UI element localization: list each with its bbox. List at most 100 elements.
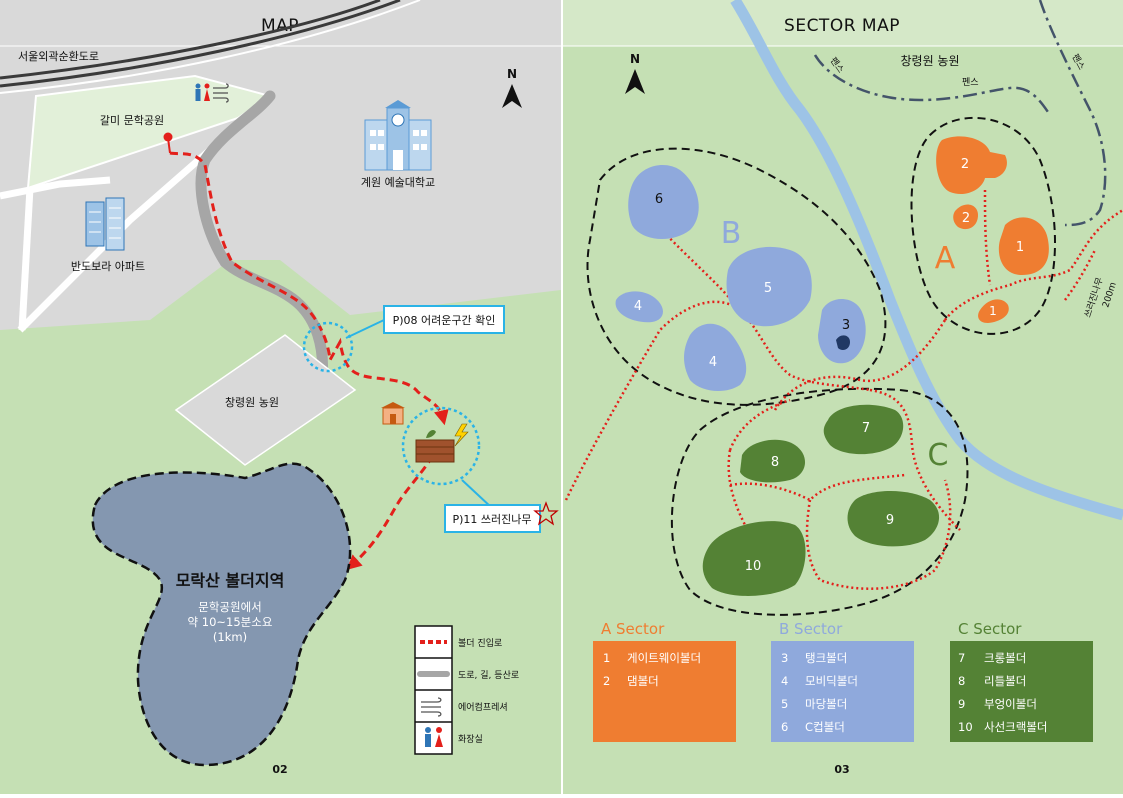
area-line-3: (1km) <box>213 630 247 644</box>
area-line-2: 약 10~15분소요 <box>188 615 273 629</box>
svg-text:7: 7 <box>862 421 870 436</box>
svg-text:10: 10 <box>745 559 762 574</box>
left-legend: 볼더 진입로 도로, 길, 등산로 에어컴프레셔 화장실 <box>414 625 519 755</box>
sector-c-boundary <box>670 387 969 616</box>
right-page-number: 03 <box>834 763 849 776</box>
left-compass-icon: N <box>502 67 522 108</box>
stream <box>730 0 1123 521</box>
svg-text:10: 10 <box>958 720 973 734</box>
farm-label: 창령원 농원 <box>225 396 279 409</box>
svg-text:6: 6 <box>655 192 663 207</box>
svg-text:탱크볼더: 탱크볼더 <box>805 651 847 665</box>
boulder-c10 <box>702 521 806 596</box>
svg-text:마당볼더: 마당볼더 <box>805 697 847 711</box>
svg-text:부엉이볼더: 부엉이볼더 <box>984 697 1037 711</box>
fallen-tree-icon <box>415 430 455 463</box>
svg-text:N: N <box>507 67 517 81</box>
morak-boulder-area <box>91 462 352 767</box>
sector-c-box: C Sector 7 크롱볼더 8 리틀볼더 9 부엉이볼더 10 사선크랙볼더 <box>950 620 1093 742</box>
p08-callout-circle <box>302 321 354 373</box>
sector-a-box: A Sector 1 게이트웨이볼더 2 댐볼더 <box>593 620 736 742</box>
fence-label-2: 펜스 <box>962 77 979 88</box>
svg-text:6: 6 <box>781 720 788 734</box>
svg-text:댐볼더: 댐볼더 <box>627 674 659 688</box>
restroom-icon <box>425 727 443 747</box>
air-compressor-icon <box>421 697 442 717</box>
boulder-b4 <box>684 323 747 392</box>
svg-text:사선크랙볼더: 사선크랙볼더 <box>984 720 1047 734</box>
svg-text:9: 9 <box>886 513 894 528</box>
svg-text:도로, 길, 등산로: 도로, 길, 등산로 <box>458 670 519 681</box>
svg-text:8: 8 <box>771 455 779 470</box>
p11-callout-box <box>444 504 541 533</box>
star-icon <box>533 501 559 526</box>
farm-block <box>174 334 357 466</box>
apartment-label: 반도보라 아파트 <box>71 260 145 273</box>
boulder-access-route-2 <box>346 444 442 570</box>
right-farm-label: 창령원 농원 <box>900 54 959 68</box>
svg-text:볼더 진입로: 볼더 진입로 <box>458 637 502 649</box>
boulder-c9 <box>847 491 940 547</box>
right-header-bar <box>563 0 1123 46</box>
sector-b-boundary <box>586 147 887 406</box>
boulder-a1-big <box>998 217 1049 275</box>
svg-text:C컵볼더: C컵볼더 <box>805 720 845 734</box>
area-line-1: 문학공원에서 <box>198 600 261 614</box>
p11-callout-circle <box>401 406 481 486</box>
fence-line-1 <box>813 54 1052 116</box>
boulder-a2-big <box>936 136 1007 195</box>
svg-text:게이트웨이볼더: 게이트웨이볼더 <box>627 651 701 665</box>
boulder-a2-small <box>953 204 978 230</box>
svg-text:5: 5 <box>764 281 772 296</box>
right-compass-icon: N <box>625 52 645 94</box>
svg-text:7: 7 <box>958 651 965 665</box>
fence-line-2 <box>1038 0 1107 227</box>
svg-text:2: 2 <box>962 211 970 226</box>
svg-text:A Sector: A Sector <box>601 620 665 638</box>
svg-text:1: 1 <box>989 304 997 318</box>
p11-callout-text: P)11 쓰러진나무 <box>452 513 531 526</box>
sector-a-boundary <box>910 116 1056 335</box>
svg-text:9: 9 <box>958 697 965 711</box>
svg-text:리틀볼더: 리틀볼더 <box>984 674 1026 688</box>
svg-text:B Sector: B Sector <box>779 620 843 638</box>
svg-text:3: 3 <box>781 651 788 665</box>
shrine-icon <box>381 402 405 425</box>
park-restroom-icon <box>195 83 210 101</box>
apartment-building-icon <box>85 197 125 251</box>
left-map-panel: MAP 서울외곽순환도로 갈미 문학공원 창령원 농원 <box>0 0 561 794</box>
boulder-b4-small <box>615 291 663 323</box>
boulder-c8 <box>740 439 806 483</box>
university-label: 계원 예술대학교 <box>361 176 435 189</box>
area-title: 모락산 볼더지역 <box>176 571 285 590</box>
left-page-number: 02 <box>272 763 287 776</box>
boulder-a1-small <box>978 299 1009 323</box>
ring-road <box>0 0 421 94</box>
boulder-b3-dark <box>836 335 850 350</box>
svg-text:4: 4 <box>709 355 717 370</box>
svg-text:에어컴프레셔: 에어컴프레셔 <box>458 701 508 713</box>
boulder-c7 <box>823 404 904 455</box>
svg-text:모비딕볼더: 모비딕볼더 <box>805 674 858 688</box>
boulder-b5 <box>726 246 812 327</box>
sector-map-panel: SECTOR MAP 펜스 펜스 펜스 창령원 농원 N <box>563 0 1123 794</box>
svg-text:2: 2 <box>603 674 610 688</box>
svg-text:1: 1 <box>1016 240 1024 255</box>
lightning-icon <box>454 423 469 447</box>
svg-text:2: 2 <box>961 157 969 172</box>
svg-text:8: 8 <box>958 674 965 688</box>
svg-text:5: 5 <box>781 697 788 711</box>
svg-text:4: 4 <box>634 299 642 314</box>
sector-b-letter: B <box>721 216 742 251</box>
sector-b-box: B Sector 3 탱크볼더 4 모비딕볼더 5 마당볼더 6 C컵볼더 <box>771 620 914 742</box>
park-label: 갈미 문학공원 <box>100 113 164 127</box>
ring-road-label: 서울외곽순환도로 <box>18 50 99 63</box>
boulder-b6 <box>628 165 699 240</box>
p08-callout-box <box>383 305 505 334</box>
boulder-access-route <box>169 151 449 426</box>
svg-text:화장실: 화장실 <box>458 734 483 745</box>
gray-trail <box>195 90 329 384</box>
p08-callout-text: P)08 어려운구간 확인 <box>393 314 496 327</box>
svg-text:N: N <box>630 52 640 66</box>
